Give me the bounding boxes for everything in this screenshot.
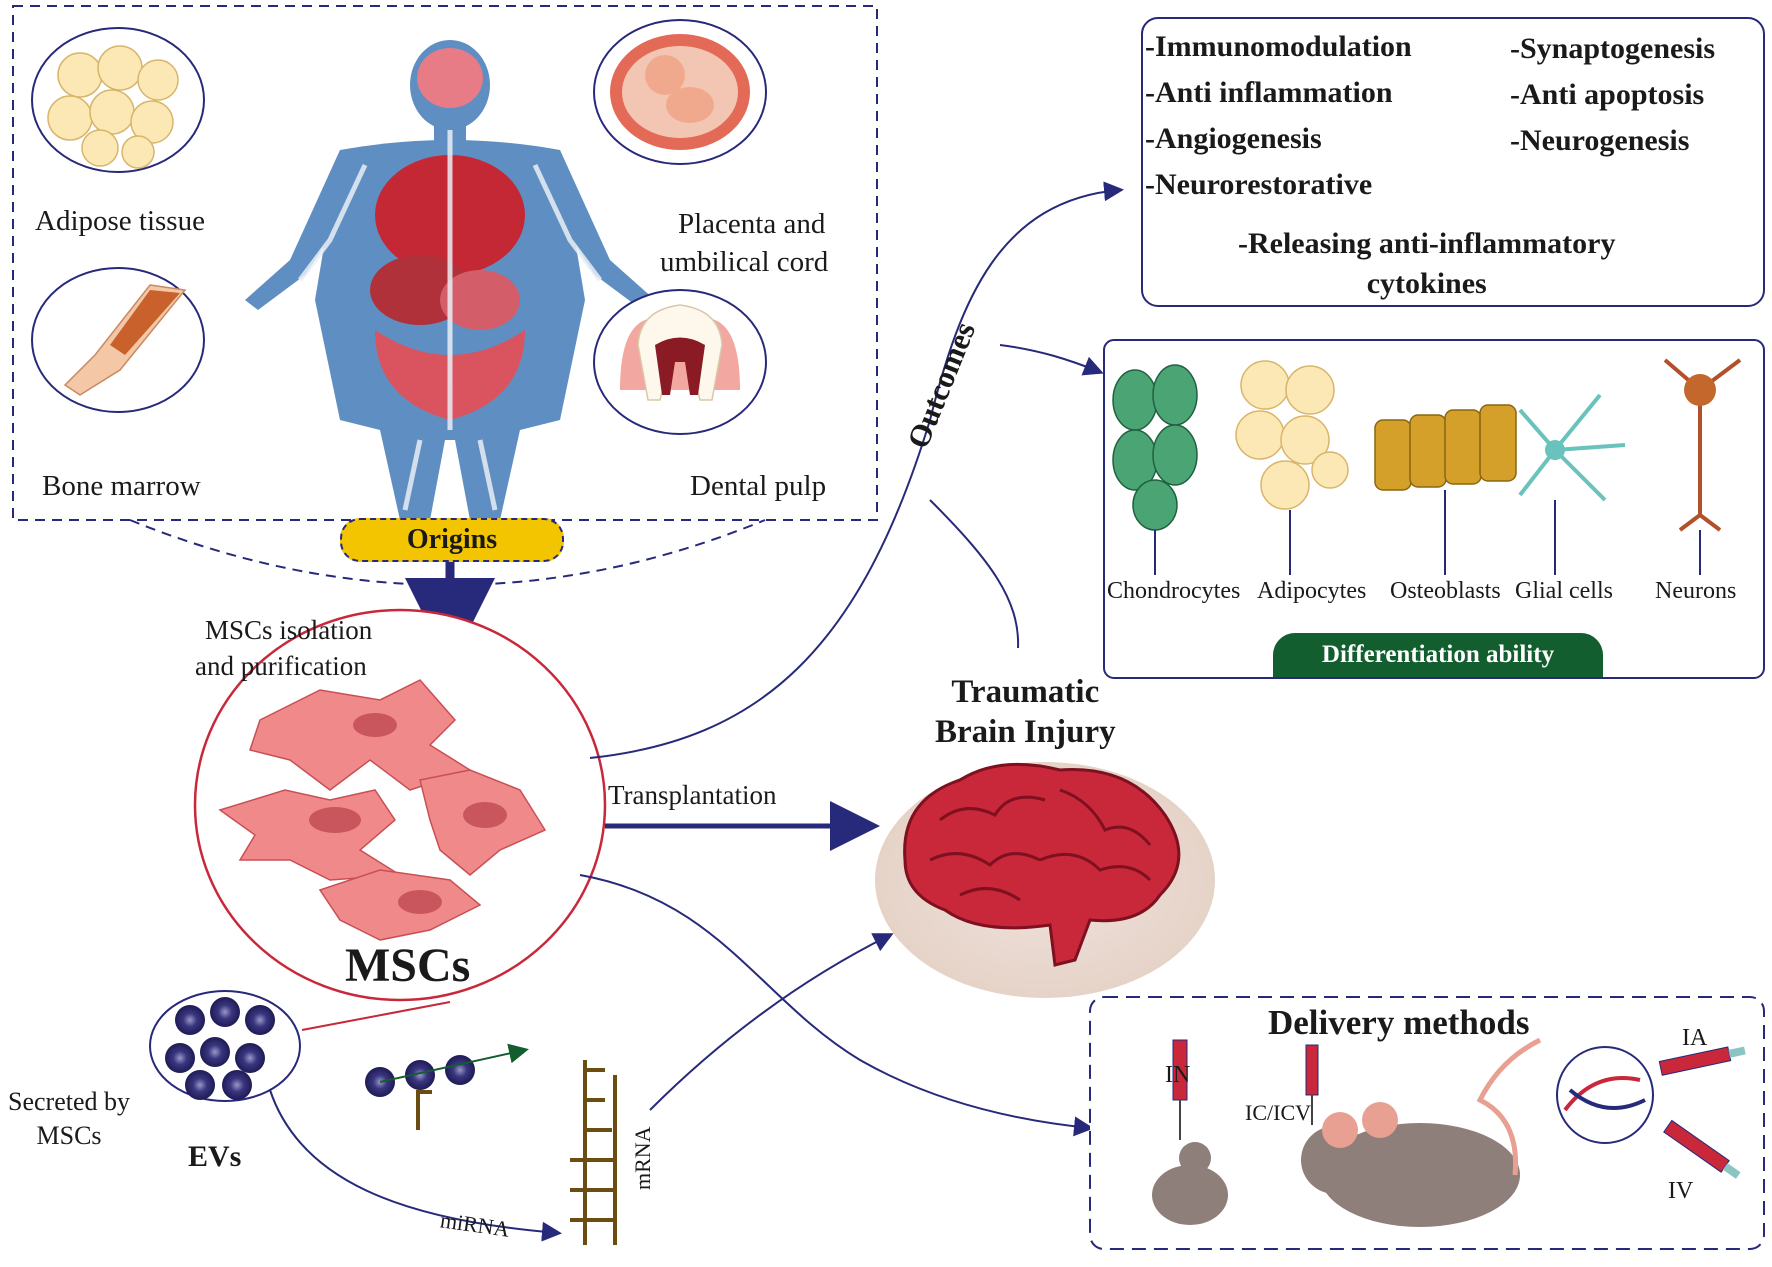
cell-osteoblasts-label: Osteoblasts — [1390, 578, 1501, 604]
ev-vesicle — [165, 1043, 195, 1073]
placenta-label: Placenta and umbilical cord — [660, 205, 828, 281]
placenta-umbilical-cord-icon — [593, 19, 767, 165]
human-body-illustration — [245, 40, 655, 520]
isolation-label-line2: and purification — [195, 651, 367, 681]
cell-glial-cells-label: Glial cells — [1515, 578, 1613, 604]
route-ia-label: IA — [1682, 1025, 1708, 1051]
mscs-to-delivery-line — [579, 874, 1094, 1137]
origins-badge: Origins — [340, 518, 564, 562]
delivery-methods-panel — [1089, 996, 1765, 1250]
dental-pulp-label: Dental pulp — [690, 470, 827, 502]
outcomes-effects-box — [1141, 17, 1765, 307]
adipose-tissue-icon — [31, 27, 205, 173]
mrna-label: mRNA — [630, 1126, 655, 1190]
cell-adipocytes-label: Adipocytes — [1257, 578, 1367, 604]
differentiation-panel — [1103, 339, 1765, 679]
ev-vesicle — [185, 1070, 215, 1100]
brain-illustration — [875, 762, 1215, 998]
mscs-to-outcomes-line — [589, 181, 1124, 759]
ev-vesicle — [245, 1005, 275, 1035]
tbi-label-line2: Brain Injury — [935, 714, 1116, 750]
effect-neurorestorative: -Neurorestorative — [1145, 168, 1373, 201]
isolation-label-line1: MSCs isolation — [205, 615, 373, 645]
isolation-label: MSCs isolation and purification — [195, 612, 372, 684]
placenta-label-line1: Placenta and — [677, 208, 826, 240]
ev-vesicle — [445, 1055, 475, 1085]
tbi-label: Traumatic Brain Injury — [935, 672, 1116, 752]
ev-vesicle — [235, 1043, 265, 1073]
cell-chondrocytes-label: Chondrocytes — [1107, 578, 1241, 604]
mrna-icon — [570, 1060, 617, 1245]
transplantation-label: Transplantation — [608, 780, 777, 810]
evs-label: EVs — [188, 1140, 242, 1173]
ev-vesicle — [210, 997, 240, 1027]
bone-marrow-label: Bone marrow — [42, 470, 201, 502]
effect-releasing-cytokines: -Releasing anti-inflammatory cytokines — [1238, 224, 1615, 304]
effect-immunomodulation: -Immunomodulation — [1145, 30, 1412, 63]
effect-releasing-cytokines-line2: cytokines — [1366, 267, 1487, 300]
evs-to-mirna-line — [269, 1089, 562, 1242]
outcomes-to-tbi-line — [929, 499, 1020, 649]
tbi-label-line1: Traumatic — [951, 674, 1100, 710]
effect-synaptogenesis: -Synaptogenesis — [1510, 32, 1716, 65]
mscs-cell-cluster — [193, 608, 607, 1002]
ev-vesicle — [200, 1037, 230, 1067]
route-iv-label: IV — [1668, 1178, 1694, 1204]
outcomes-to-differentiation-line — [999, 344, 1104, 376]
differentiation-badge: Differentiation ability — [1273, 633, 1603, 677]
route-icicv-label: IC/ICV — [1245, 1100, 1311, 1125]
ev-vesicle — [175, 1005, 205, 1035]
route-in-label: IN — [1165, 1062, 1191, 1088]
ev-vesicle — [405, 1060, 435, 1090]
effect-anti-apoptosis: -Anti apoptosis — [1510, 78, 1705, 111]
mirna-icon — [416, 1090, 432, 1130]
ev-vesicle — [222, 1070, 252, 1100]
secreted-by-mscs-label: Secreted by MSCs — [8, 1085, 130, 1153]
secreted-label-line1: Secreted by — [8, 1087, 131, 1116]
dental-pulp-icon — [593, 289, 767, 435]
mscs-label: MSCs — [345, 939, 471, 992]
effect-angiogenesis: -Angiogenesis — [1145, 122, 1322, 155]
effect-neurogenesis: -Neurogenesis — [1510, 124, 1690, 157]
adipose-tissue-label: Adipose tissue — [35, 205, 205, 237]
evs-vesicles — [165, 997, 475, 1100]
cell-neurons-label: Neurons — [1655, 578, 1737, 604]
secreted-label-line2: MSCs — [36, 1121, 102, 1150]
effect-releasing-cytokines-line1: -Releasing anti-inflammatory — [1238, 227, 1616, 260]
placenta-label-line2: umbilical cord — [660, 246, 829, 278]
delivery-methods-title: Delivery methods — [1268, 1003, 1530, 1042]
mrna-to-tbi-line — [649, 933, 894, 1111]
bone-marrow-icon — [31, 267, 205, 413]
evs-to-mrna-line — [379, 1043, 529, 1083]
effect-anti-inflammation: -Anti inflammation — [1145, 76, 1393, 109]
